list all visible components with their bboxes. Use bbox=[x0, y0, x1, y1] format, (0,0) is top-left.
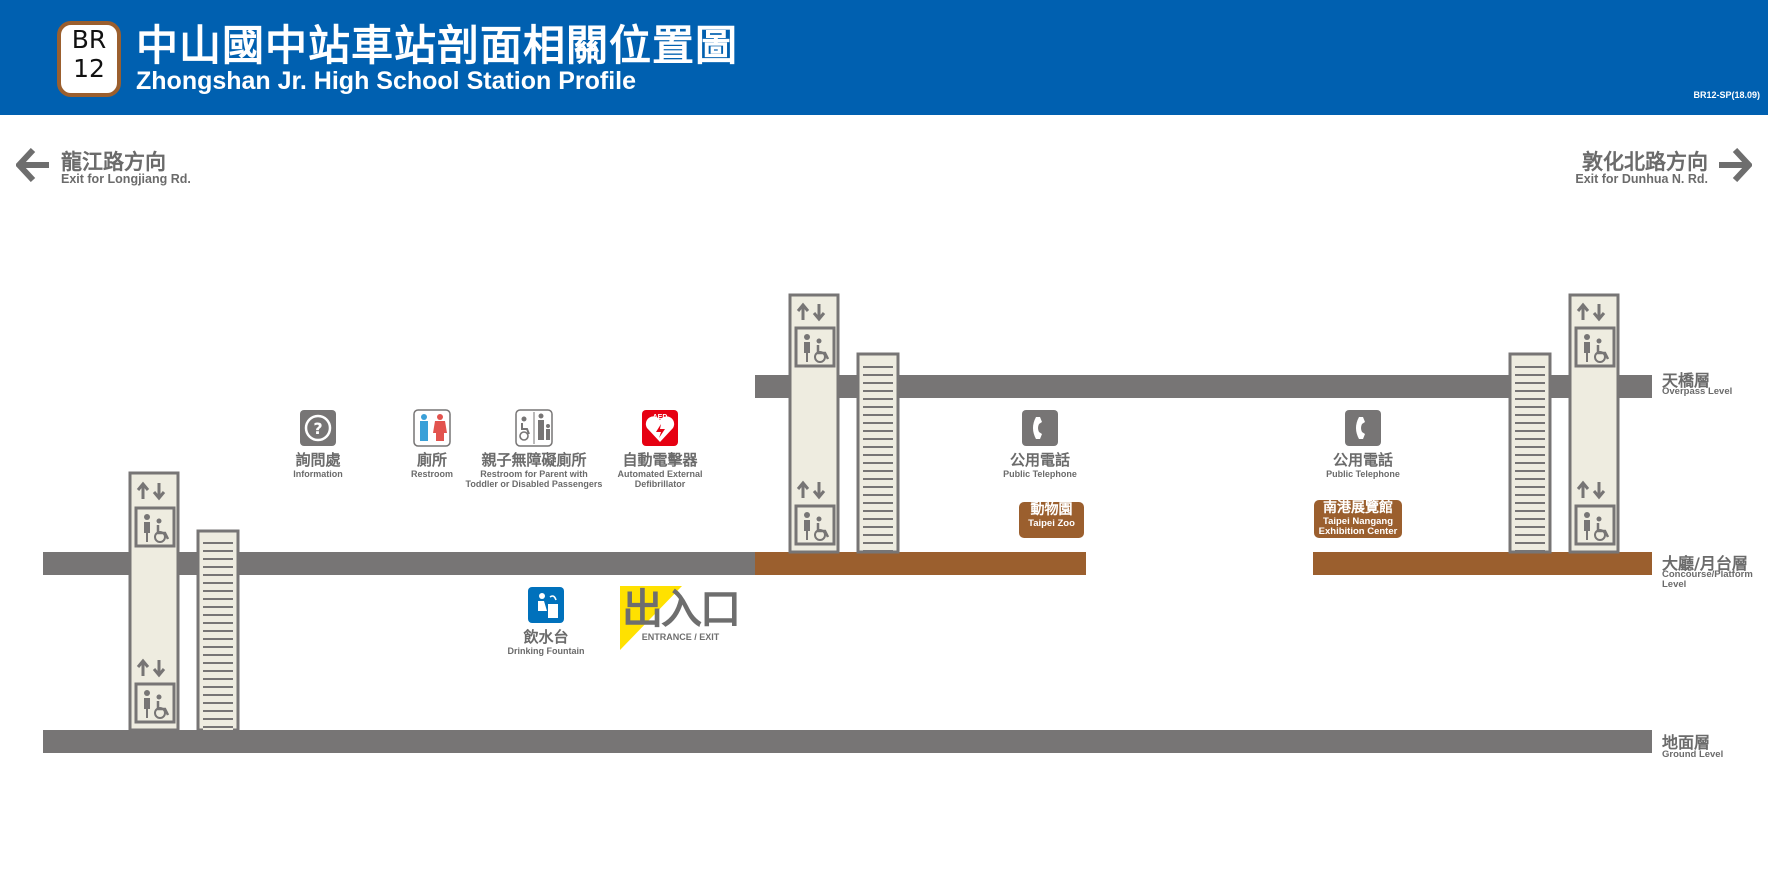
overpass-level-bar bbox=[755, 375, 1652, 398]
direction-left-zh: 龍江路方向 bbox=[61, 150, 166, 174]
information-label-zh: 詢問處 bbox=[295, 451, 341, 469]
aed-icon: AED bbox=[642, 410, 678, 446]
svg-text:?: ? bbox=[313, 419, 322, 438]
destination-zoo-zh: 動物園 bbox=[1030, 502, 1073, 518]
page-title-en: Zhongshan Jr. High School Station Profil… bbox=[136, 67, 637, 95]
elevator-icon bbox=[134, 682, 176, 724]
concourse-level-label-zh: 大廳/月台層 bbox=[1662, 554, 1748, 573]
arrow-left-icon bbox=[16, 148, 49, 182]
telephone-icon bbox=[1345, 410, 1381, 446]
drinking-fountain-label: 飲水台 Drinking Fountain bbox=[496, 626, 596, 657]
ground-level-label-zh: 地面層 bbox=[1662, 733, 1711, 752]
ground-level-label-en: Ground Level bbox=[1662, 749, 1724, 760]
page-title-zh: 中山國中站車站剖面相關位置圖 bbox=[136, 21, 739, 70]
aed-label-zh: 自動電擊器 bbox=[622, 451, 698, 469]
destination-nangang-en: Taipei Nangang Exhibition Center bbox=[1318, 516, 1398, 537]
family-restroom-icon bbox=[515, 409, 553, 447]
restroom-icon bbox=[413, 409, 451, 447]
telephone-icon bbox=[1022, 410, 1058, 446]
restroom-label-en: Restroom bbox=[410, 469, 453, 479]
elevator-icon bbox=[134, 506, 176, 548]
badge-line-code: BR bbox=[71, 25, 107, 54]
telephone-label-en: Public Telephone bbox=[1003, 469, 1077, 479]
drinking-fountain-icon bbox=[528, 587, 564, 623]
concourse-level-label-en: Concourse/Platform Level bbox=[1662, 569, 1753, 590]
drinking-fountain-label-zh: 飲水台 bbox=[523, 628, 569, 646]
overpass-level-label-en: Overpass Level bbox=[1662, 386, 1733, 397]
direction-right-en: Exit for Dunhua N. Rd. bbox=[1575, 172, 1708, 186]
information-label-en: Information bbox=[293, 469, 343, 479]
arrow-right-icon bbox=[1719, 148, 1752, 182]
restroom-label-zh: 廁所 bbox=[416, 451, 447, 469]
line-badge: BR 12 bbox=[57, 21, 121, 97]
platform-segment-zoo bbox=[755, 552, 1086, 575]
stairs-left bbox=[203, 538, 233, 730]
elevator-icon bbox=[794, 504, 836, 546]
aed-label: 自動電擊器 Automated External Defibrillator bbox=[610, 449, 710, 489]
entrance-exit-label-en: ENTRANCE / EXIT bbox=[641, 632, 720, 642]
destination-tag-nangang: 南港展覽館 Taipei Nangang Exhibition Center bbox=[1314, 500, 1402, 538]
elevator-icon bbox=[1574, 504, 1616, 546]
destination-nangang-zh: 南港展覽館 bbox=[1323, 500, 1393, 516]
restroom-label: 廁所 Restroom bbox=[382, 449, 482, 480]
entrance-exit-icon bbox=[620, 586, 682, 650]
overpass-level-label-zh: 天橋層 bbox=[1662, 371, 1711, 390]
ground-level-bar bbox=[43, 730, 1652, 753]
stairs-center bbox=[863, 361, 893, 552]
entrance-exit-sign: 出入口 ENTRANCE / EXIT bbox=[622, 585, 741, 642]
drinking-fountain-label-en: Drinking Fountain bbox=[507, 646, 585, 656]
aed-label-en: Automated External Defibrillator bbox=[617, 469, 703, 489]
elevator-icon bbox=[794, 326, 836, 368]
telephone-label: 公用電話 Public Telephone bbox=[990, 449, 1090, 480]
map-code: BR12-SP(18.09) bbox=[1693, 90, 1760, 100]
information-icon: ? bbox=[300, 410, 336, 446]
destination-zoo-en: Taipei Zoo bbox=[1028, 518, 1075, 529]
entrance-exit-label-zh: 出入口 bbox=[622, 585, 741, 633]
destination-tag-taipei-zoo: 動物園 Taipei Zoo bbox=[1019, 502, 1084, 538]
telephone-label: 公用電話 Public Telephone bbox=[1313, 449, 1413, 480]
family-restroom-label-zh: 親子無障礙廁所 bbox=[481, 451, 587, 469]
aed-icon-label: AED bbox=[653, 414, 668, 421]
telephone-label-zh: 公用電話 bbox=[1009, 451, 1070, 469]
elevator-icon bbox=[1574, 326, 1616, 368]
badge-station-number: 12 bbox=[73, 54, 105, 83]
family-restroom-label: 親子無障礙廁所 Restroom for Parent with Toddler… bbox=[459, 449, 609, 489]
stairs-right bbox=[1515, 361, 1545, 552]
information-label: 詢問處 Information bbox=[268, 449, 368, 480]
header-bar: BR 12 中山國中站車站剖面相關位置圖 Zhongshan Jr. High … bbox=[0, 0, 1768, 115]
direction-right-zh: 敦化北路方向 bbox=[1582, 150, 1708, 174]
platform-segment-nangang bbox=[1313, 552, 1652, 575]
direction-left-en: Exit for Longjiang Rd. bbox=[61, 172, 191, 186]
telephone-label-en: Public Telephone bbox=[1326, 469, 1400, 479]
telephone-label-zh: 公用電話 bbox=[1332, 451, 1393, 469]
family-restroom-label-en: Restroom for Parent with Toddler or Disa… bbox=[465, 469, 603, 489]
